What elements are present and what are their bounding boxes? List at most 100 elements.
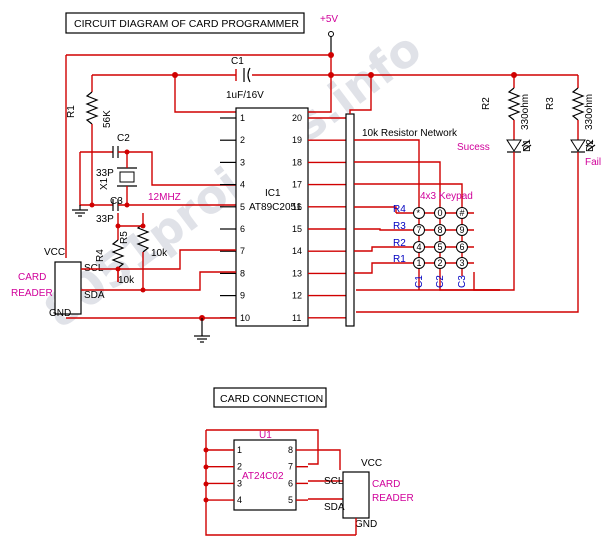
eeprom-pin-4: 4	[237, 495, 242, 505]
key-7[interactable]	[413, 224, 425, 236]
key-1[interactable]	[413, 257, 425, 269]
resistor-network-label: 10k Resistor Network	[362, 128, 458, 139]
eeprom-ref: U1	[259, 430, 272, 441]
eeprom-pin-2: 2	[237, 462, 242, 472]
title-box	[65, 12, 305, 34]
mcu-ref: IC1	[265, 188, 281, 199]
led-d1-ref: D1	[522, 139, 533, 152]
vcc-terminal	[328, 31, 334, 37]
key-label: 2	[438, 258, 443, 268]
card-reader-conn-name1: CARD	[372, 479, 400, 490]
key-4[interactable]	[413, 241, 425, 253]
key-label: 3	[460, 258, 465, 268]
key-2[interactable]	[434, 257, 446, 269]
c1-ref: C1	[231, 56, 244, 67]
eeprom-pin-7: 7	[288, 462, 293, 472]
c3-value: 33P	[96, 214, 114, 225]
mcu-pin-7: 7	[240, 246, 245, 256]
eeprom-pin-8: 8	[288, 445, 293, 455]
eeprom-u1	[233, 439, 297, 511]
mcu-pin-19: 19	[292, 135, 302, 145]
resistor-network	[345, 113, 355, 327]
r3-ref: R3	[545, 97, 556, 110]
eeprom-pins: 1 2 3 4 8 7 6 5	[206, 445, 308, 505]
keypad-row-R2: R2	[393, 238, 406, 249]
key-9[interactable]	[456, 224, 468, 236]
card-reader-conn-sda: SDA	[324, 502, 345, 513]
keypad-row-R4: R4	[393, 204, 406, 215]
eeprom-pin-1: 1	[237, 445, 242, 455]
mcu-pin-4: 4	[240, 180, 245, 190]
key-label: 6	[460, 242, 465, 252]
key-label: 0	[438, 208, 443, 218]
led-d1	[506, 139, 522, 152]
key-0[interactable]	[434, 207, 446, 219]
key-label: 4	[417, 242, 422, 252]
key-label: 9	[460, 225, 465, 235]
card-reader-conn-vcc: VCC	[361, 458, 382, 469]
vcc-label: +5V	[320, 14, 338, 25]
card-reader-main	[54, 261, 82, 315]
led-d2-ref: D2	[585, 139, 596, 152]
mcu-pin-3: 3	[240, 157, 245, 167]
key-6[interactable]	[456, 241, 468, 253]
mcu-pin-15: 15	[292, 224, 302, 234]
mcu-pin-1: 1	[240, 113, 245, 123]
r5-ref: R5	[119, 231, 130, 244]
keypad-row-R1: R1	[393, 254, 406, 265]
key-label: 1	[417, 258, 422, 268]
key-label: 8	[438, 225, 443, 235]
mcu-part: AT89C2051	[249, 202, 302, 213]
mcu-pin-11: 11	[292, 313, 301, 323]
eeprom-part: AT24C02	[242, 471, 284, 482]
c1-value: 1uF/16V	[226, 90, 264, 101]
keypad-col-C1: C1	[414, 275, 425, 288]
mcu-pin-16: 16	[292, 202, 302, 212]
connection-title-box	[213, 387, 327, 408]
key-label: *	[417, 208, 421, 218]
mcu-ic1	[235, 107, 309, 327]
key-8[interactable]	[434, 224, 446, 236]
mcu-pin-9: 9	[240, 291, 245, 301]
card-reader-main-vcc: VCC	[44, 247, 65, 258]
key-label: 7	[417, 225, 422, 235]
eeprom-pin-5: 5	[288, 495, 293, 505]
key-hash[interactable]	[456, 207, 468, 219]
c2-ref: C2	[117, 133, 130, 144]
eeprom-pin-3: 3	[237, 478, 242, 488]
r2-ref: R2	[481, 97, 492, 110]
keypad-col-C3: C3	[457, 275, 468, 288]
mcu-pin-10: 10	[240, 313, 250, 323]
mcu-pin-20: 20	[292, 113, 302, 123]
led-d2	[570, 139, 586, 152]
c3-ref: C3	[110, 196, 123, 207]
key-3[interactable]	[456, 257, 468, 269]
card-reader-conn-scl: SCL	[324, 476, 344, 487]
led-d1-label: Sucess	[457, 142, 490, 153]
r1-value: 56K	[102, 110, 113, 128]
card-reader-main-sda: SDA	[84, 290, 105, 301]
mcu-pin-6: 6	[240, 224, 245, 234]
mcu-pin-17: 17	[292, 180, 302, 190]
eeprom-pin-6: 6	[288, 478, 293, 488]
card-reader-main-gnd: GND	[49, 308, 71, 319]
diagram-title: CIRCUIT DIAGRAM OF CARD PROGRAMMER	[74, 18, 299, 30]
card-reader-main-name1: CARD	[18, 272, 46, 283]
connection-title: CARD CONNECTION	[220, 393, 323, 405]
key-star[interactable]	[413, 207, 425, 219]
key-label: 5	[438, 242, 443, 252]
card-reader-main-name2: READER	[11, 288, 53, 299]
c2-value: 33P	[96, 168, 114, 179]
card-reader-conn-gnd: GND	[355, 519, 377, 530]
r3-value: 330ohm	[584, 94, 595, 130]
x1-value: 12MHZ	[148, 192, 181, 203]
card-reader-conn-name2: READER	[372, 493, 414, 504]
keypad-row-R3: R3	[393, 221, 406, 232]
key-5[interactable]	[434, 241, 446, 253]
mcu-pin-8: 8	[240, 268, 245, 278]
mcu-pin-12: 12	[292, 291, 302, 301]
mcu-pin-13: 13	[292, 268, 302, 278]
